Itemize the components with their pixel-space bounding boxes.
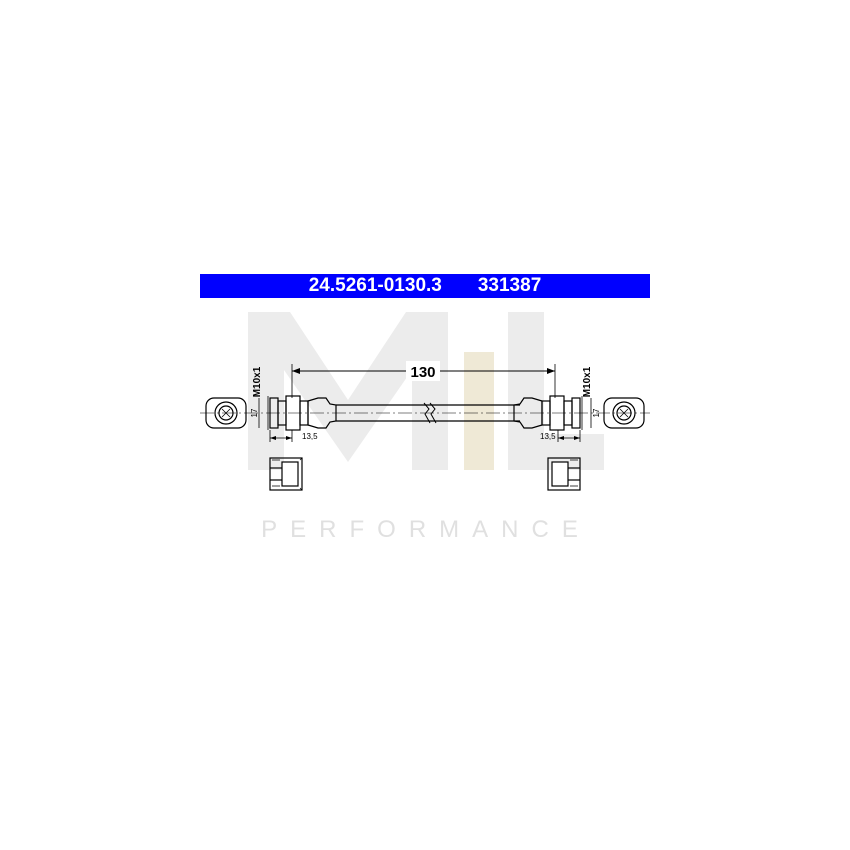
part-number: 24.5261-0130.3 — [308, 275, 442, 296]
reference-number: 331387 — [477, 275, 542, 296]
watermark-text: PERFORMANCE — [261, 516, 591, 543]
left-fitting-length-label: 13,5 — [302, 432, 318, 441]
left-wrench-label: 17 — [250, 408, 259, 417]
right-port-section — [547, 457, 581, 491]
right-wrench-label: 17 — [592, 408, 601, 417]
right-fitting-length-label: 13,5 — [540, 432, 556, 441]
right-fitting — [513, 395, 581, 431]
hose-break-mark — [423, 402, 431, 424]
left-port-section — [269, 457, 303, 491]
length-label: 130 — [410, 364, 435, 381]
right-end-view — [603, 397, 645, 429]
left-thread-label: M10x1 — [252, 366, 263, 397]
left-end-view — [205, 397, 247, 429]
part-number-banner: 24.5261-0130.3 331387 — [200, 274, 650, 298]
right-thread-label: M10x1 — [582, 366, 593, 397]
left-fitting — [269, 395, 337, 431]
